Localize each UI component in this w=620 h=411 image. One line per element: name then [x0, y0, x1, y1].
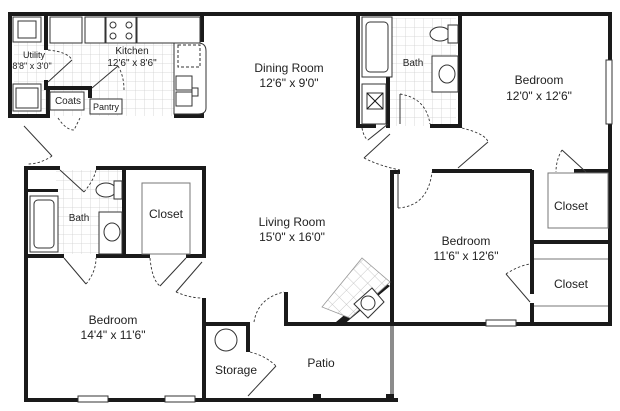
top-right-bedroom-label: Bedroom	[515, 73, 564, 87]
pantry-label: Pantry	[93, 102, 120, 112]
storage-label: Storage	[215, 363, 257, 377]
right-top-closet-label: Closet	[554, 199, 589, 213]
bottom-left-bedroom-label: Bedroom	[89, 313, 138, 327]
living-room-size: 15'0" x 16'0"	[259, 230, 325, 244]
kitchen-size: 12'6" x 8'6"	[107, 58, 157, 69]
utility-label: Utility	[23, 50, 45, 60]
coats-label: Coats	[55, 96, 81, 107]
left-closet-label: Closet	[149, 207, 184, 221]
top-right-bedroom-size: 12'0" x 12'6"	[506, 89, 572, 103]
dining-room-size: 12'6" x 9'0"	[259, 76, 318, 90]
living-room-label: Living Room	[259, 215, 326, 229]
room-labels: Utility 8'8" x 3'0" Kitchen 12'6" x 8'6"…	[12, 46, 588, 377]
bottom-left-bedroom-size: 14'4" x 11'6"	[81, 328, 146, 342]
patio-label: Patio	[307, 356, 335, 370]
mid-right-bedroom-label: Bedroom	[442, 234, 491, 248]
right-bottom-closet-label: Closet	[554, 277, 589, 291]
fixtures	[12, 16, 609, 352]
kitchen-label: Kitchen	[115, 46, 148, 57]
left-bath-label: Bath	[69, 213, 90, 224]
utility-size: 8'8" x 3'0"	[12, 61, 51, 71]
mid-right-bedroom-size: 11'6" x 12'6"	[434, 249, 499, 263]
walls	[8, 12, 612, 402]
doors	[23, 49, 587, 397]
dining-room-label: Dining Room	[254, 61, 323, 75]
windows	[77, 59, 613, 403]
top-bath-label: Bath	[403, 58, 424, 69]
